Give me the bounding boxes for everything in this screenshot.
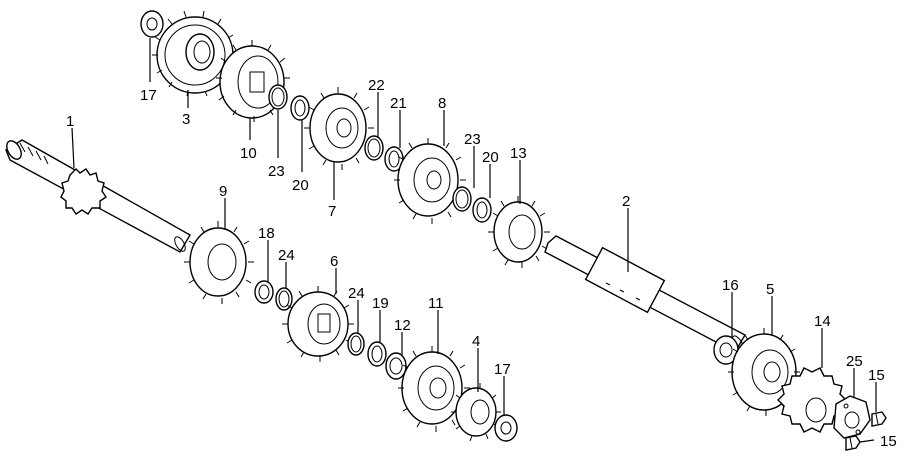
- callout-23-top: 23: [268, 163, 285, 180]
- callout-14: 14: [814, 313, 831, 330]
- washer-17-bottom: [494, 414, 518, 442]
- callout-17-top: 17: [140, 87, 157, 104]
- callout-10: 10: [240, 145, 257, 162]
- callout-5: 5: [766, 281, 774, 298]
- callout-20-top: 20: [292, 177, 309, 194]
- washer-18: [254, 280, 274, 304]
- gear-3: [152, 10, 239, 97]
- leader-lines: [71, 38, 877, 443]
- callout-1: 1: [66, 113, 74, 130]
- circlip-24-left: [275, 287, 293, 311]
- callout-19: 19: [372, 295, 389, 312]
- bolt-15-upper: [871, 411, 887, 427]
- circlip-23-top: [268, 84, 288, 110]
- washer-17-top: [140, 10, 164, 38]
- callout-8: 8: [438, 95, 446, 112]
- gear-8: [394, 138, 466, 224]
- callout-15-upper: 15: [868, 367, 885, 384]
- callout-7: 7: [328, 203, 336, 220]
- callout-11: 11: [428, 295, 444, 312]
- callout-22: 22: [368, 77, 385, 94]
- callout-4: 4: [472, 333, 480, 350]
- callout-17-bottom: 17: [494, 361, 511, 378]
- gear-4: [451, 383, 501, 442]
- washer-19: [367, 341, 387, 367]
- gear-11: [398, 346, 470, 432]
- callout-9: 9: [219, 183, 227, 200]
- callout-23-mid: 23: [464, 131, 481, 148]
- circlip-24-right: [347, 332, 365, 356]
- callout-6: 6: [330, 253, 338, 270]
- callout-24-left: 24: [278, 247, 295, 264]
- callout-20-mid: 20: [482, 149, 499, 166]
- callout-15-lower: 15: [880, 433, 897, 450]
- callout-12: 12: [394, 317, 411, 334]
- gear-6: [282, 286, 354, 362]
- drive-sprocket-14: [777, 367, 847, 433]
- gear-13: [488, 196, 550, 268]
- washer-20-top: [290, 95, 310, 121]
- callout-13: 13: [510, 145, 527, 162]
- circlip-22: [364, 135, 384, 161]
- bushing-12: [385, 352, 407, 380]
- callout-24-right: 24: [348, 285, 365, 302]
- gear-9: [184, 221, 254, 304]
- counter-shaft: [544, 235, 746, 353]
- gear-7: [304, 87, 374, 170]
- callout-21: 21: [390, 95, 407, 112]
- callout-18: 18: [258, 225, 275, 242]
- callout-16: 16: [722, 277, 739, 294]
- callout-3: 3: [182, 111, 190, 128]
- callout-labels: 1 2 3 4 5 6 7 8 9 10 11 12 13 14 15 15 1…: [66, 77, 897, 450]
- fixing-plate-25: [833, 395, 871, 439]
- gear-5: [728, 328, 800, 416]
- callout-2: 2: [622, 193, 630, 210]
- callout-25: 25: [846, 353, 863, 370]
- main-shaft: [5, 139, 191, 253]
- bolt-15-lower: [845, 435, 861, 451]
- circlip-23-mid: [452, 186, 472, 212]
- washer-20-mid: [472, 197, 492, 223]
